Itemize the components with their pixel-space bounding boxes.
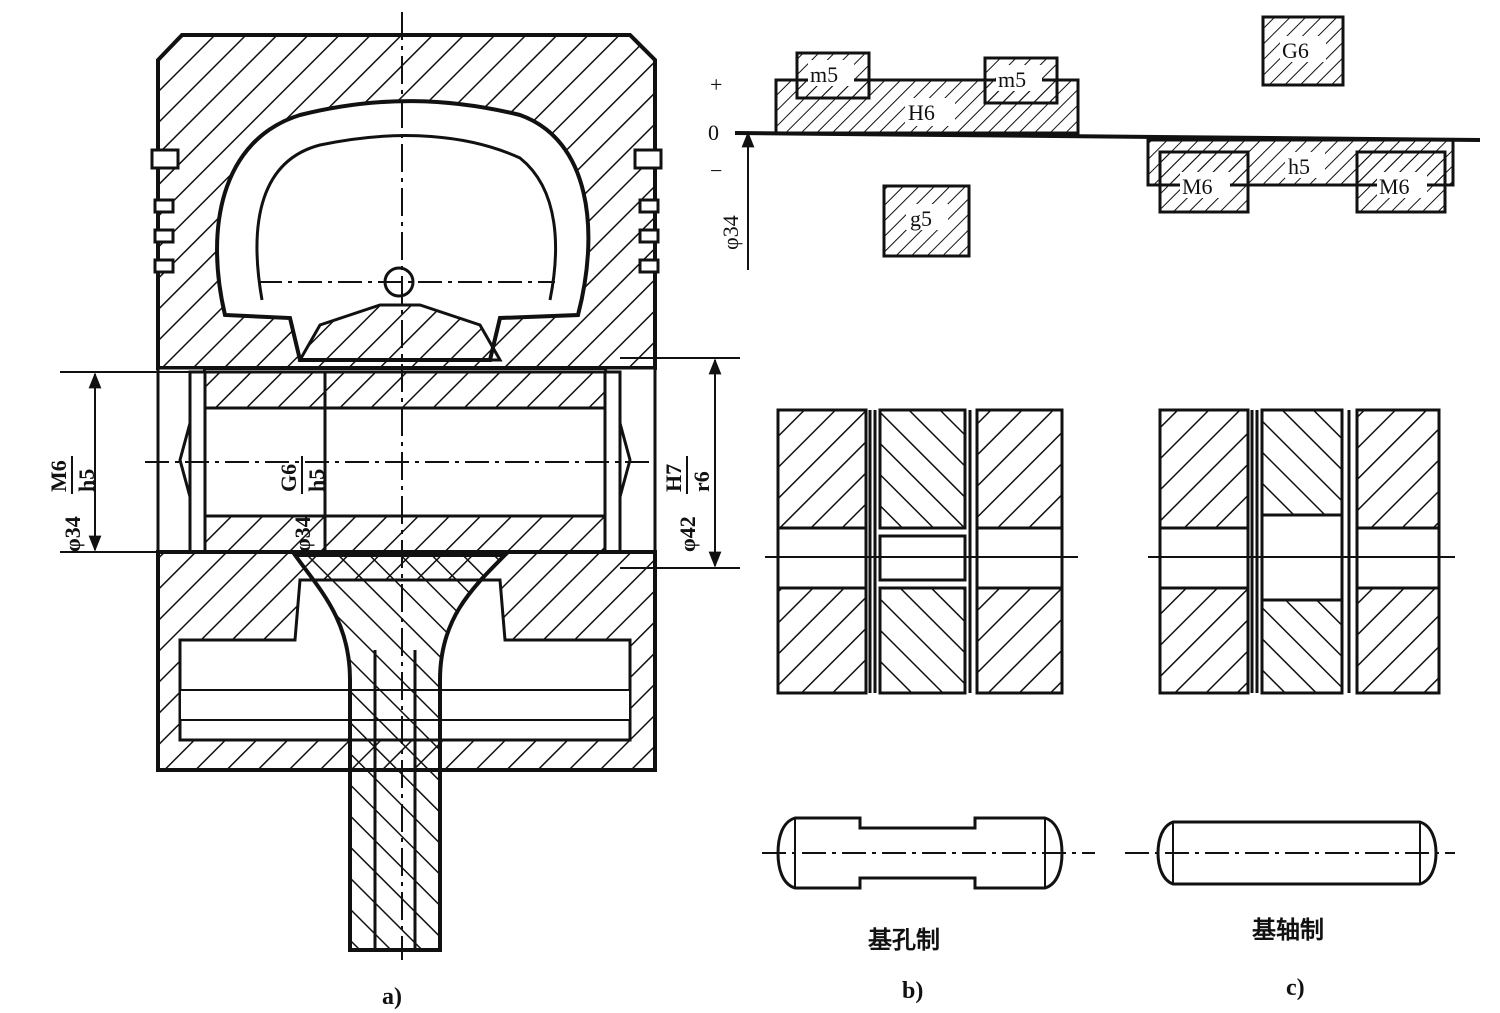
piston-cavity [215,99,591,362]
axis-size-label: φ34 [718,215,743,250]
piston-pin-upper [203,370,607,410]
piston-assembly-drawing [60,12,740,960]
fit-label-right: φ42 H7 r6 [661,456,714,552]
shaft-basis-label: 基轴制 [1252,916,1324,944]
ring-grooves [150,148,663,274]
shaft-basis-section [1125,408,1455,886]
caption-c: c) [1286,975,1305,1001]
axis-minus: − [710,158,722,183]
axis-plus: + [710,72,722,97]
zone-m5-left-label: m5 [810,62,838,87]
fit-left-denominator: h5 [74,469,99,492]
connecting-rod [291,553,510,952]
hole-basis-section [762,408,1095,890]
fit-left-numerator: M6 [46,460,71,492]
fit-label-inner: φ34 G6 h5 [276,456,329,552]
zone-H6-label: H6 [908,100,935,125]
fit-label-left: φ34 M6 h5 [46,456,99,552]
fit-inner-prefix: φ34 [290,516,315,552]
fit-right-numerator: H7 [661,464,686,492]
fit-right-prefix: φ42 [675,516,700,552]
zone-h5-label: h5 [1288,154,1310,179]
zone-M6-left-label: M6 [1182,174,1213,199]
axis-zero: 0 [708,120,719,145]
caption-a: a) [382,984,402,1010]
tolerance-zone-chart: + 0 − φ34 H6 m5 m5 g5 G6 h5 M6 M6 [708,15,1481,270]
zone-G6-label: G6 [1282,38,1309,63]
fit-inner-denominator: h5 [304,469,329,492]
fit-left-prefix: φ34 [60,516,85,552]
fit-right-denominator: r6 [689,471,714,492]
zone-m5-right-label: m5 [998,67,1026,92]
zone-M6-right-label: M6 [1379,174,1410,199]
fit-inner-numerator: G6 [276,464,301,492]
caption-b: b) [902,978,923,1004]
conrod-small-end-top [297,303,503,362]
zone-g5-label: g5 [910,206,932,231]
piston-pin-lower [203,514,607,554]
hole-basis-label: 基孔制 [868,926,940,954]
